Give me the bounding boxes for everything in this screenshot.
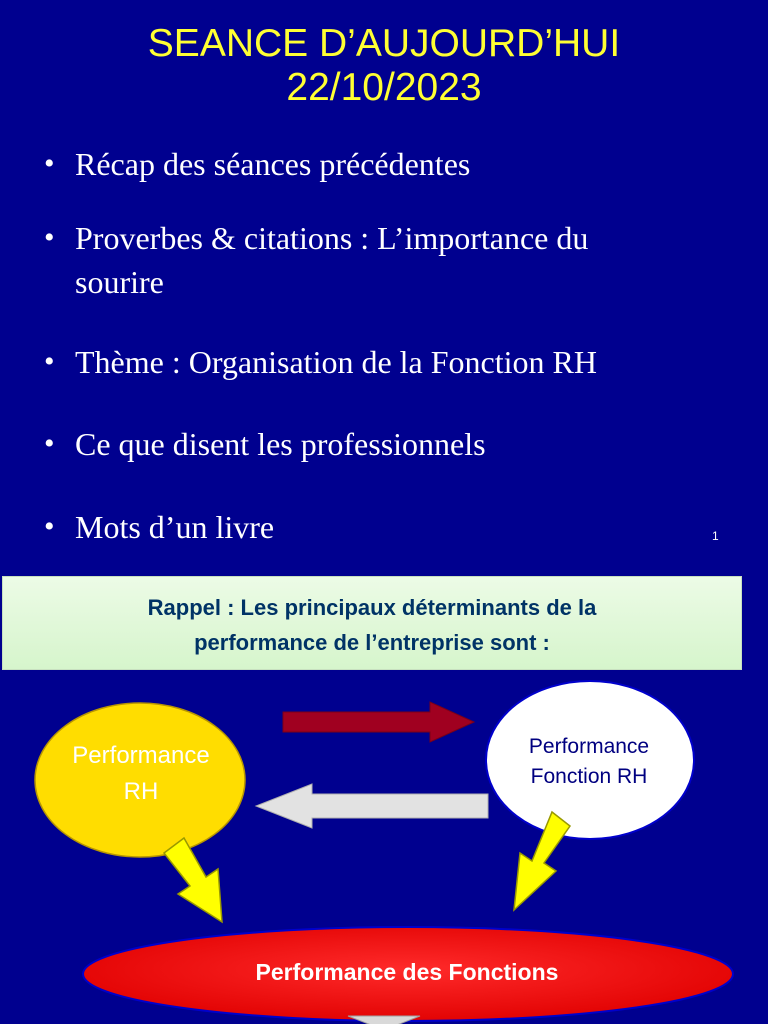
rappel-line2: performance de l’entreprise sont : [194, 630, 550, 655]
label-performance-rh: Performance RH [28, 738, 254, 810]
agenda-item-text: Mots d’un livre [75, 509, 275, 545]
rappel-line1: Rappel : Les principaux déterminants de … [147, 595, 597, 620]
arrow-down-bottom-icon [347, 1015, 421, 1024]
label-performance-fonction-rh: Performance Fonction RH [486, 732, 692, 792]
agenda-item-text: Ce que disent les professionnels [75, 426, 486, 462]
agenda-item-text: Récap des séances précédentes [75, 146, 471, 182]
slide-title-date: 22/10/2023 [286, 66, 482, 109]
bullet-icon: • [44, 221, 55, 254]
label-performance-fonction-rh-line1: Performance [528, 735, 650, 758]
bullet-icon: • [44, 345, 55, 378]
label-performance-fonction-rh-line2: Fonction RH [530, 765, 648, 788]
label-performance-fonctions: Performance des Fonctions [255, 959, 559, 985]
label-performance-rh-line2: RH [123, 778, 159, 805]
agenda-item-livre: • Mots d’un livre [44, 505, 724, 549]
bullet-icon: • [44, 427, 55, 460]
agenda-item-proverbes: • Proverbes & citations : L’importance d… [44, 216, 724, 304]
slide-title: SEANCE D’AUJOURD’HUI 22/10/2023 [0, 22, 768, 110]
agenda-item-text-continued: sourire [75, 264, 164, 300]
agenda-item-text: Thème : Organisation de la Fonction RH [75, 344, 597, 380]
arrow-left-icon [254, 783, 489, 829]
agenda-item-text: Proverbes & citations : L’importance du [75, 220, 589, 256]
agenda-item-recap: • Récap des séances précédentes [44, 142, 724, 186]
ellipse-performance-rh [34, 702, 246, 858]
agenda-item-theme: • Thème : Organisation de la Fonction RH [44, 340, 724, 384]
ellipse-performance-fonction-rh [485, 680, 695, 840]
page-number: 1 [712, 529, 719, 543]
agenda-list: • Récap des séances précédentes • Prover… [44, 142, 724, 549]
slide-title-line1: SEANCE D’AUJOURD’HUI [147, 22, 621, 65]
agenda-item-professionnels: • Ce que disent les professionnels [44, 422, 724, 466]
arrow-down-right-icon [513, 810, 572, 912]
rappel-box: Rappel : Les principaux déterminants de … [2, 576, 742, 670]
arrow-right-icon [282, 701, 476, 743]
performance-diagram: Performance RH Performance Fonction RH P… [0, 670, 768, 1024]
label-performance-rh-line1: Performance [72, 742, 210, 769]
bullet-icon: • [44, 510, 55, 543]
bullet-icon: • [44, 147, 55, 180]
arrow-down-left-icon [162, 836, 223, 924]
diagram-canvas [34, 680, 734, 1024]
